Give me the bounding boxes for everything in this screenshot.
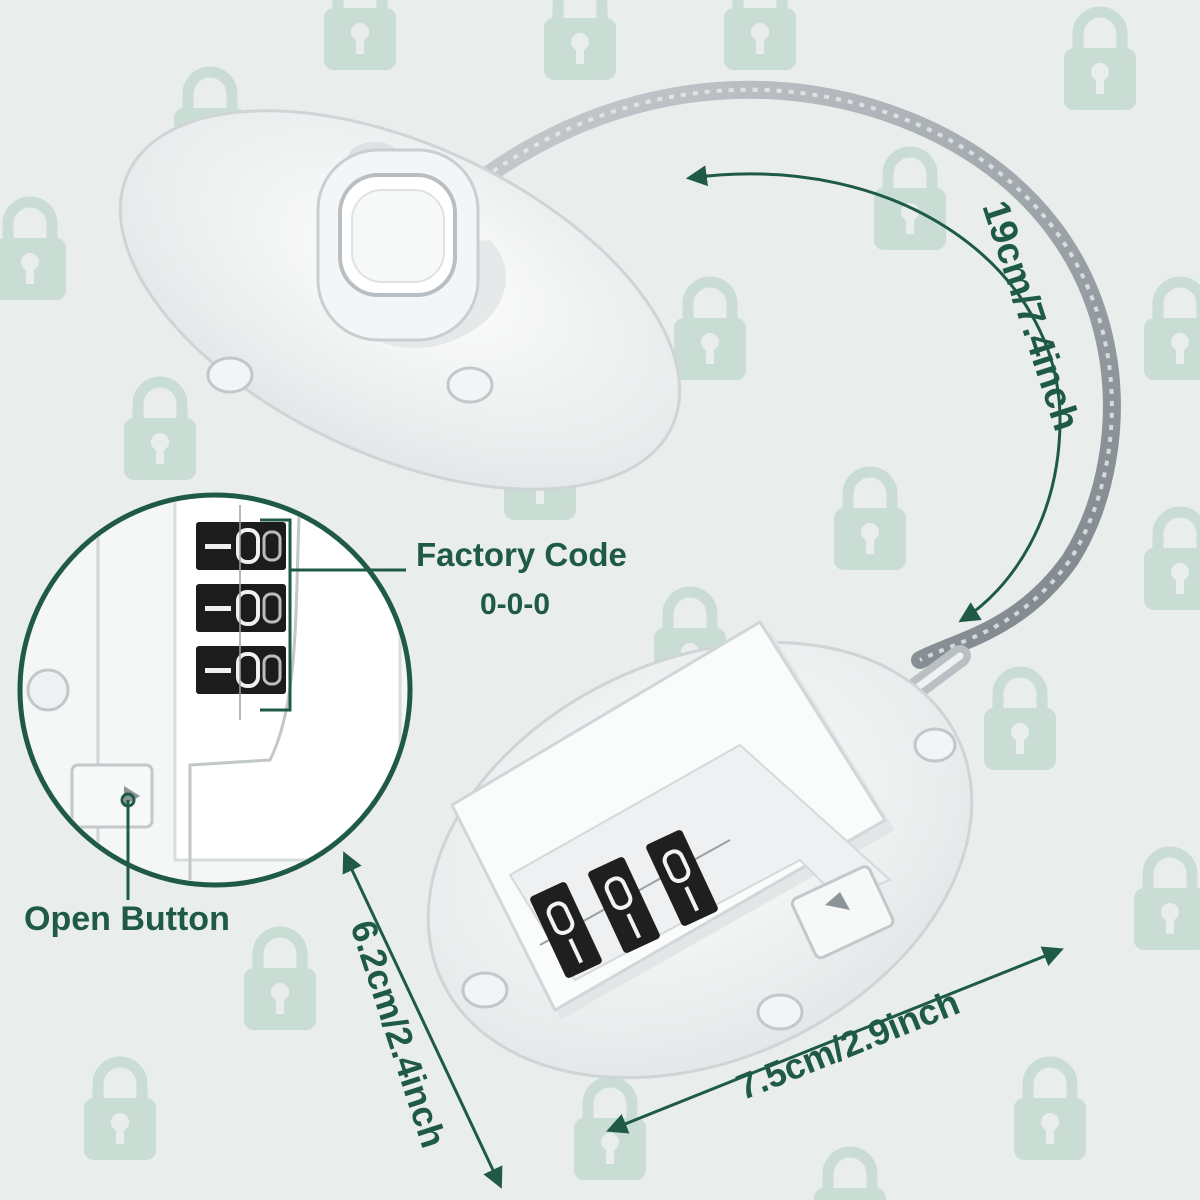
zoom-inset xyxy=(17,492,413,900)
height-dimension-arrow xyxy=(342,851,503,1189)
top-anchor-plate xyxy=(118,109,682,491)
factory-code-label: Factory Code xyxy=(416,536,627,573)
open-button xyxy=(790,865,895,960)
triangle-up-icon xyxy=(825,892,850,910)
inset-dial-2 xyxy=(196,584,286,632)
open-button-label: Open Button xyxy=(24,900,230,938)
factory-code-value: 0-0-0 xyxy=(480,588,551,621)
combination-lock-body xyxy=(426,619,974,1080)
combination-dials xyxy=(530,830,718,978)
inset-dial-1 xyxy=(196,522,286,570)
inset-dial-3 xyxy=(196,646,286,694)
width-dimension-arrow xyxy=(606,946,1064,1134)
cable-dimension-arrow xyxy=(685,165,1062,623)
